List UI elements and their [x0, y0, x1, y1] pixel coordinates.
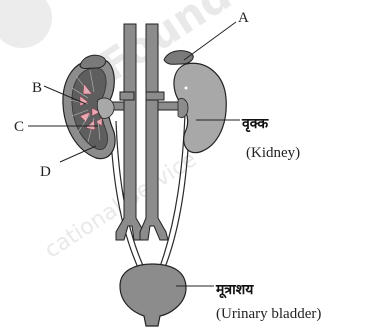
label-kidney-english: (Kidney) [246, 145, 300, 161]
left-renal-pelvis [97, 98, 114, 118]
left-kidney-section [63, 55, 115, 159]
watermark-subtitle: cational Service [40, 147, 201, 264]
label-c: C [14, 119, 24, 135]
label-d: D [40, 164, 51, 180]
label-bladder-hindi: मूत्राशय [215, 282, 254, 299]
urinary-bladder [120, 264, 186, 326]
label-bladder-english: (Urinary bladder) [216, 306, 321, 322]
watermark: Foundation cational Service [0, 0, 342, 264]
label-b: B [32, 80, 42, 96]
left-adrenal-gland [80, 55, 106, 68]
label-a: A [238, 10, 249, 26]
bladder-body [120, 264, 186, 326]
right-renal-hilum [178, 98, 188, 117]
label-kidney-hindi: वृक्क [241, 116, 269, 133]
